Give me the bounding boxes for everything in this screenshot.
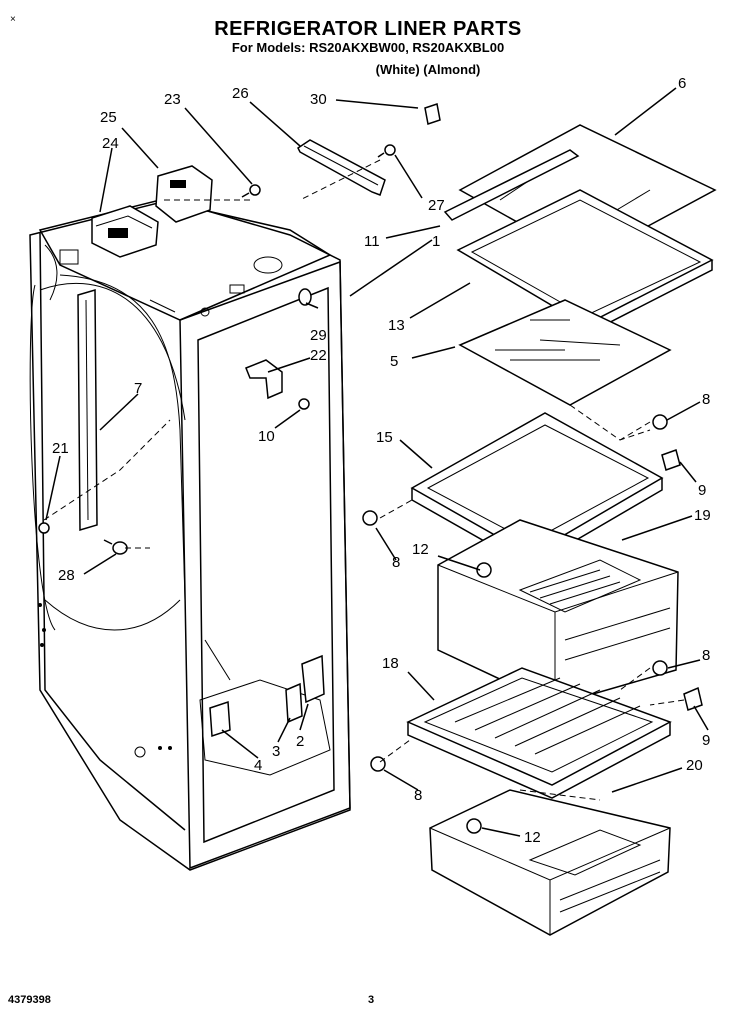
callout-8-b: 8 [392, 554, 400, 571]
callout-8-d: 8 [414, 787, 422, 804]
part-19-crisper-drawer [437, 519, 679, 706]
part-8-clip-b [362, 510, 378, 526]
part-9-clip-b [683, 686, 703, 711]
callout-3: 3 [272, 743, 280, 760]
color-variants: (White) (Almond) [375, 62, 481, 77]
callout-8-c: 8 [702, 647, 710, 664]
callout-19: 19 [694, 507, 711, 524]
liner-cabinet [29, 199, 351, 871]
part-8-clip-c [652, 660, 668, 676]
model-numbers: For Models: RS20AKXBW00, RS20AKXBL00 [231, 40, 505, 55]
part-25-bracket [155, 165, 213, 223]
part-4-bracket [209, 700, 231, 738]
part-20-meat-pan [429, 789, 671, 936]
part-27-screw [377, 144, 396, 158]
callout-27: 27 [428, 197, 445, 214]
page-number: 3 [368, 994, 375, 1006]
part-2-bracket [301, 654, 325, 704]
callout-5: 5 [390, 353, 398, 370]
callout-12-a: 12 [412, 541, 429, 558]
part-28-plug [103, 539, 128, 555]
callout-9-b: 9 [702, 732, 710, 749]
part-29-plug [298, 288, 312, 306]
part-8-clip-d [370, 756, 386, 772]
part-18-crisper-cover [406, 667, 672, 799]
part-12-clip-b [466, 818, 482, 834]
part-9-clip-a [661, 449, 681, 471]
page-title: REFRIGERATOR LINER PARTS [214, 18, 522, 40]
callout-8-a: 8 [702, 391, 710, 408]
callout-7: 7 [134, 380, 142, 397]
part-22-bracket [245, 359, 283, 400]
callout-28: 28 [58, 567, 75, 584]
callout-23: 23 [164, 91, 181, 108]
part-3-bracket [285, 682, 303, 724]
callout-12-b: 12 [524, 829, 541, 846]
callout-21: 21 [52, 440, 69, 457]
document-number: 4379398 [8, 994, 51, 1006]
part-23-screw [241, 184, 261, 198]
callout-18: 18 [382, 655, 399, 672]
callout-9-a: 9 [698, 482, 706, 499]
callout-6: 6 [678, 75, 686, 92]
callout-2: 2 [296, 733, 304, 750]
callout-25: 25 [100, 109, 117, 126]
part-5-glass-panel [458, 299, 672, 406]
part-30-clip [424, 103, 441, 125]
callout-4: 4 [254, 757, 262, 774]
callout-30: 30 [310, 91, 327, 108]
part-10-screw [298, 398, 310, 410]
part-21-screw [38, 522, 50, 534]
callout-11: 11 [364, 233, 380, 250]
callout-24: 24 [102, 135, 119, 152]
callout-13: 13 [388, 317, 405, 334]
callout-labels: 25 24 23 26 30 6 27 11 1 13 5 29 22 10 7… [52, 75, 711, 846]
part-12-clip-a [476, 562, 492, 578]
callout-29: 29 [310, 327, 327, 344]
leader-lines [45, 87, 709, 837]
callout-26: 26 [232, 85, 249, 102]
part-26-channel [297, 139, 386, 196]
corner-mark: × [10, 14, 16, 25]
part-11-trim [443, 149, 580, 221]
callout-22: 22 [310, 347, 327, 364]
part-24-control-housing [91, 205, 159, 258]
callout-20: 20 [686, 757, 703, 774]
callout-15: 15 [376, 429, 393, 446]
callout-1: 1 [432, 233, 440, 250]
part-8-clip-a [652, 414, 668, 430]
callout-10: 10 [258, 428, 275, 445]
